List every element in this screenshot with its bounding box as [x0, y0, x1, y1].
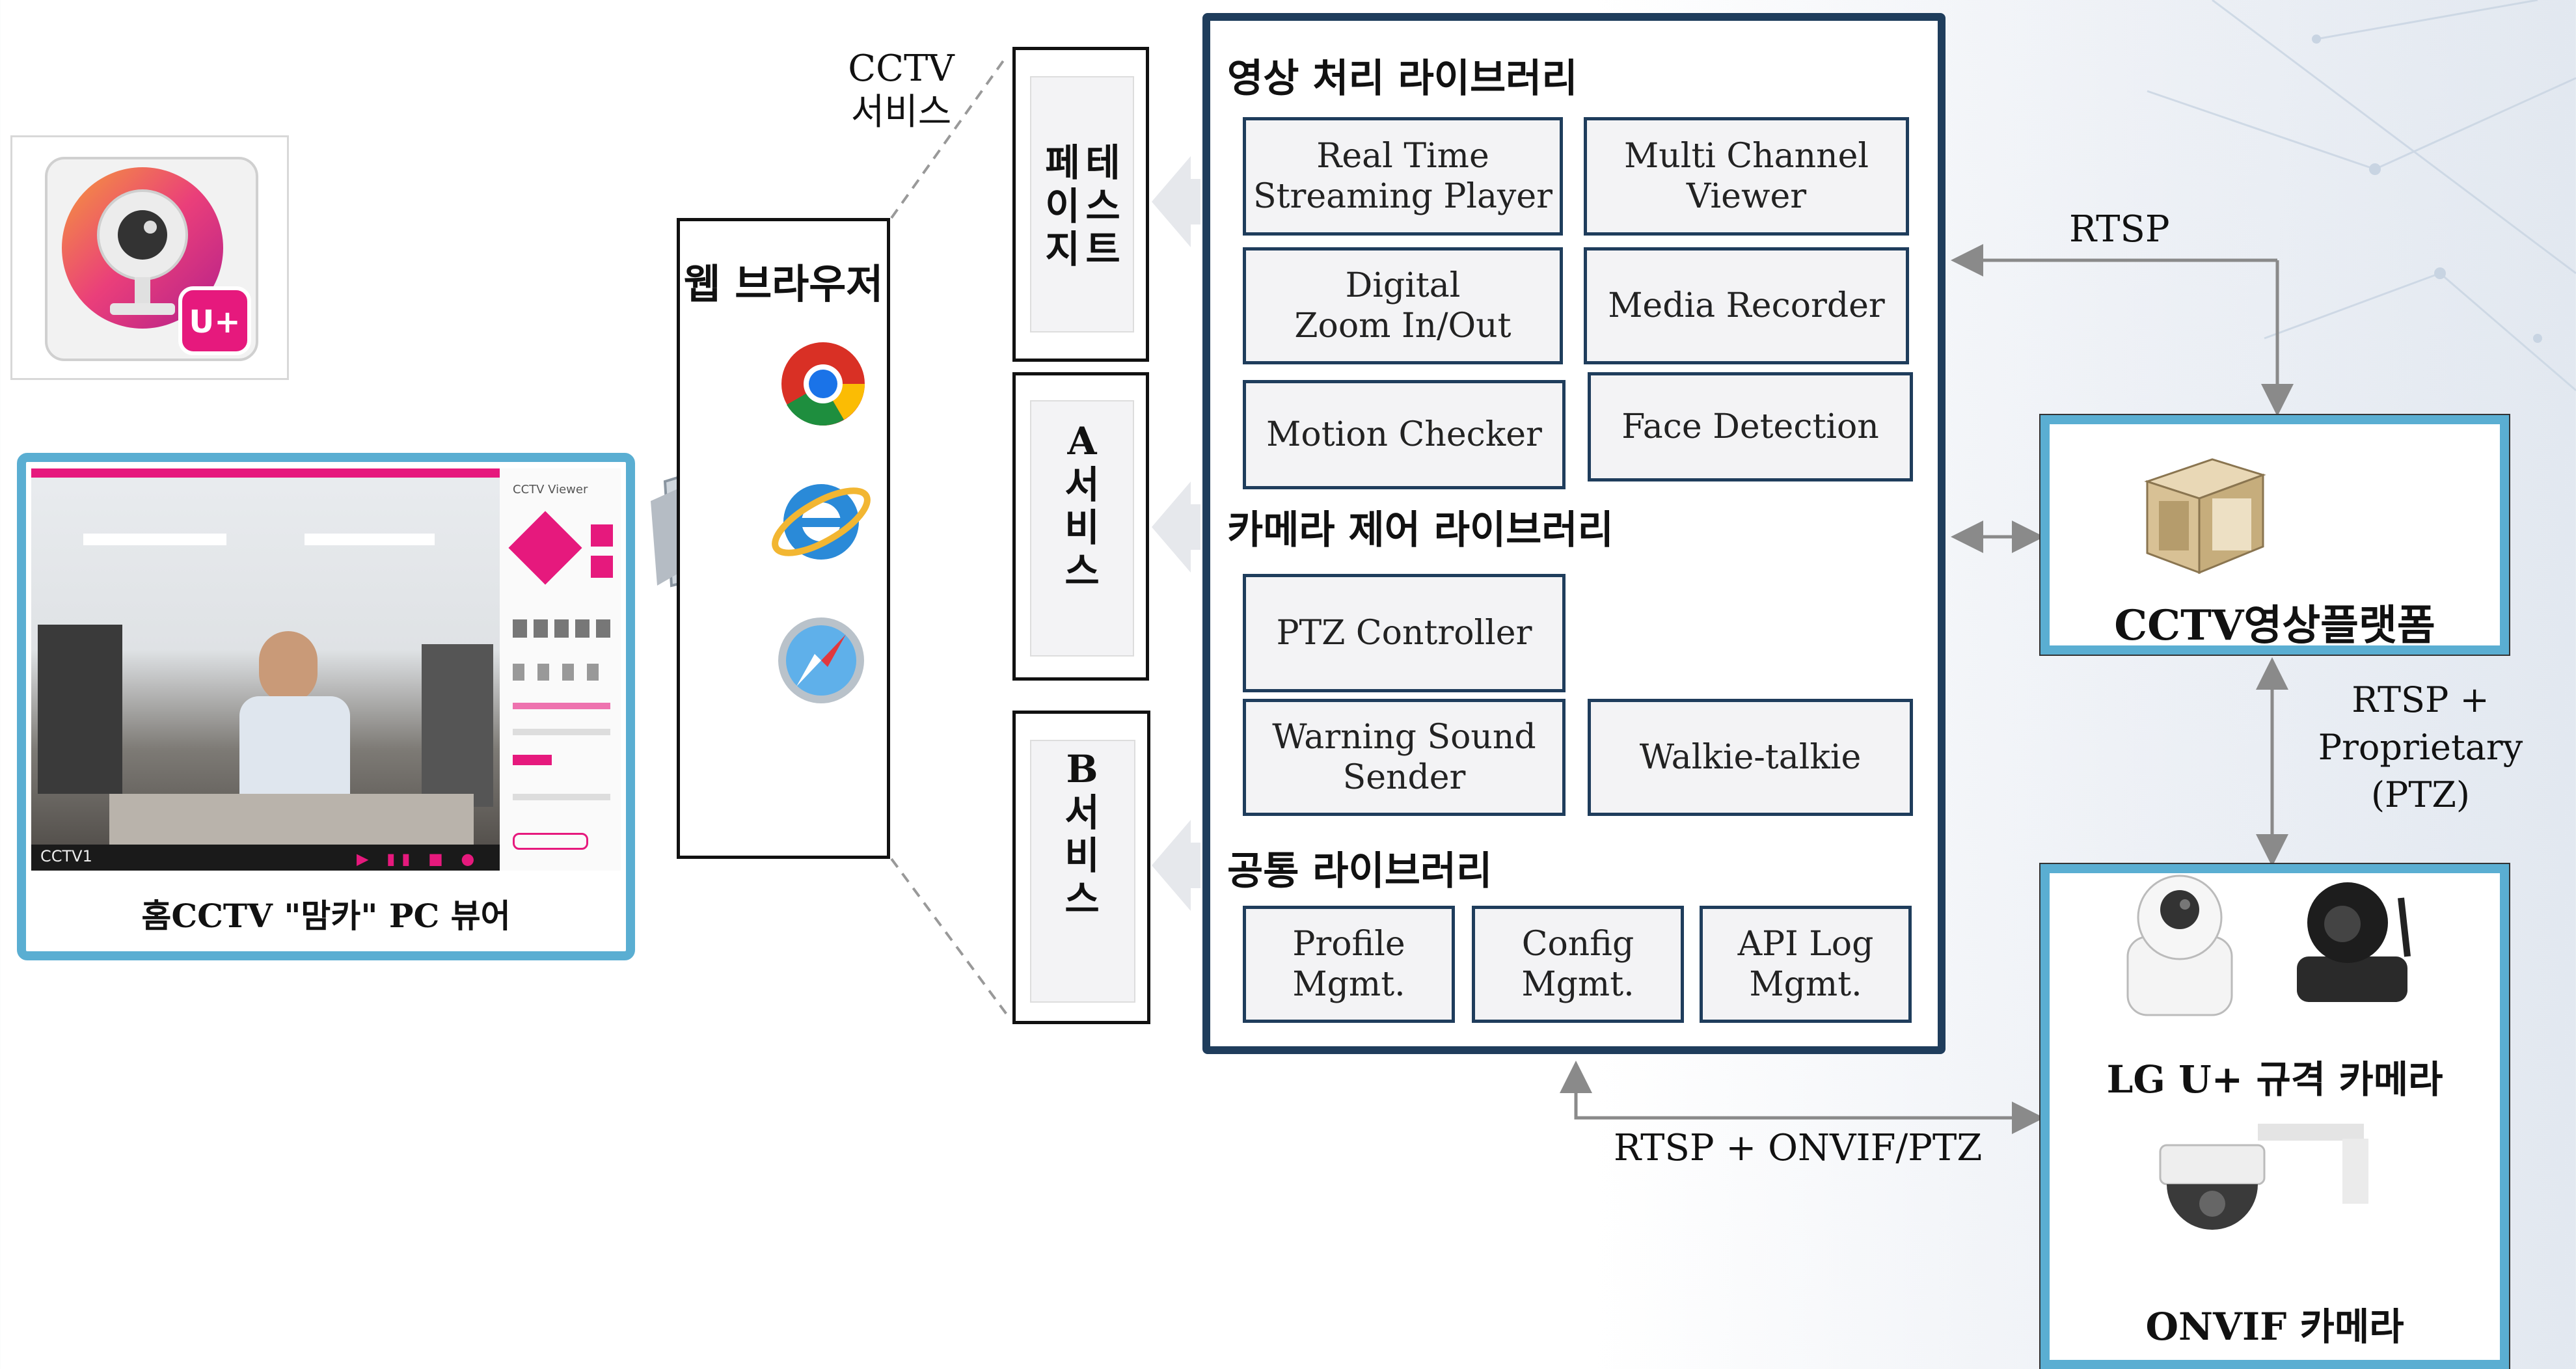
preset-buttons[interactable] — [513, 619, 610, 638]
lg-camera-label: LG U+ 규격 카메라 — [2106, 1057, 2443, 1102]
rtsp-onvif-label: RTSP + ONVIF/PTZ — [1614, 1127, 1983, 1169]
platform-label: CCTV영상플랫폼 — [2114, 601, 2435, 650]
cctv-service-label: CCTV 서비스 — [848, 47, 955, 134]
face-detection: Face Detection — [1588, 372, 1913, 481]
profile-mgmt: Profile Mgmt. — [1243, 906, 1455, 1023]
config-mgmt: Config Mgmt. — [1472, 906, 1684, 1023]
app-icon-card: U+ — [10, 135, 289, 380]
zoom-in-button[interactable] — [591, 524, 613, 547]
cameras-box: LG U+ 규격 카메라 ONVIF 카메라 — [2039, 863, 2510, 1369]
internet-explorer-icon — [772, 484, 871, 560]
camera-library-title: 카메라 제어 라이브러리 — [1227, 508, 1614, 553]
browser-title: 웹 브라우저 — [683, 260, 884, 308]
lg-black-camera — [2297, 882, 2411, 1002]
person-figure — [259, 631, 318, 703]
onvif-dome-camera — [2159, 1124, 2368, 1230]
pc-viewer-panel: CCTV1 ▶ ▮▮ ■ ● ✕ CCTV Viewer 홈CCTV "맘카" … — [17, 453, 635, 960]
video-library-title: 영상 처리 라이브러리 — [1227, 56, 1578, 102]
zoom-out-button[interactable] — [591, 556, 613, 578]
rtsp-proprietary-label: RTSP + Proprietary (PTZ) — [2318, 679, 2523, 815]
cctv-platform-box: CCTV영상플랫폼 — [2039, 414, 2510, 656]
playback-controls[interactable]: ▶ ▮▮ ■ ● ✕ — [357, 850, 481, 871]
brand-mark: U+ — [189, 304, 241, 340]
warning-sound-sender: Warning Sound Sender — [1243, 699, 1566, 816]
viewer-control-sidebar: CCTV Viewer — [500, 468, 621, 871]
multi-channel-viewer: Multi Channel Viewer — [1584, 117, 1909, 236]
chrome-icon — [781, 342, 865, 426]
onvif-camera-label: ONVIF 카메라 — [2145, 1305, 2404, 1349]
rtsp-label: RTSP — [2069, 208, 2170, 251]
lg-white-camera — [2126, 874, 2233, 1016]
viewer-caption: 홈CCTV "맘카" PC 뷰어 — [141, 897, 511, 935]
ptz-controller: PTZ Controller — [1243, 574, 1566, 692]
safari-icon — [778, 617, 864, 703]
viewer-screenshot: CCTV1 ▶ ▮▮ ■ ● ✕ CCTV Viewer — [31, 468, 621, 871]
api-log-mgmt: API Log Mgmt. — [1700, 906, 1912, 1023]
digital-zoom: Digital Zoom In/Out — [1243, 247, 1563, 364]
viewer-brand: CCTV Viewer — [513, 483, 588, 496]
real-time-streaming-player: Real Time Streaming Player — [1243, 117, 1563, 236]
camera-app-icon — [45, 157, 258, 361]
motion-checker: Motion Checker — [1243, 380, 1566, 489]
channel-label: CCTV1 — [40, 847, 92, 865]
common-library-title: 공통 라이브러리 — [1227, 848, 1493, 894]
media-recorder: Media Recorder — [1584, 247, 1909, 364]
walkie-talkie: Walkie-talkie — [1588, 699, 1913, 816]
video-feed: CCTV1 ▶ ▮▮ ■ ● ✕ — [31, 468, 500, 871]
